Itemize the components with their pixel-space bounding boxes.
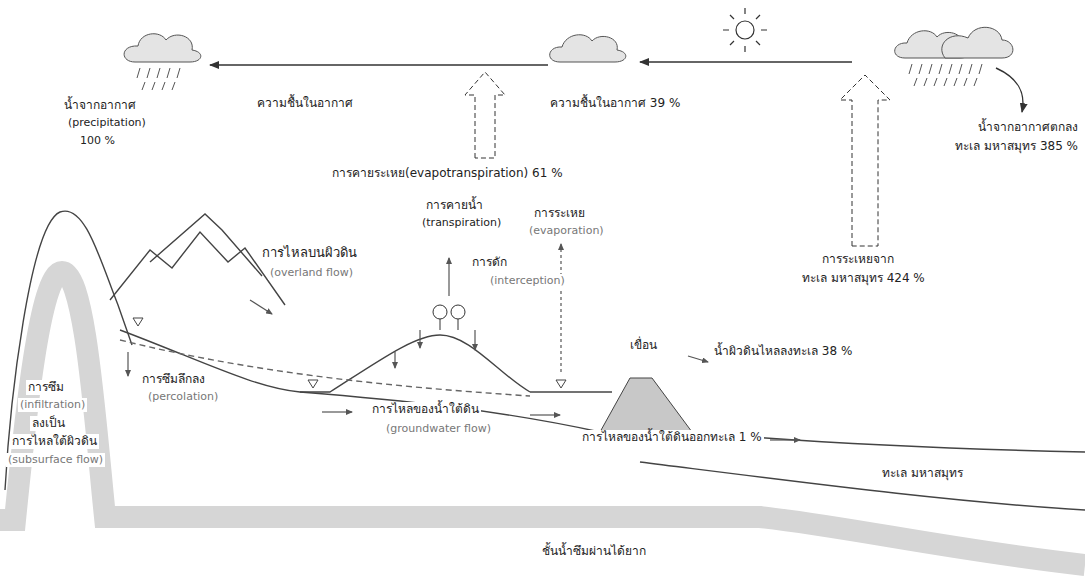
label-text: การไหลของน้ำใต้ดิน <box>370 402 481 417</box>
illustration-part <box>137 68 180 90</box>
illustration-part <box>556 380 566 388</box>
illustration-part <box>127 352 128 376</box>
sea-evaporation-arrow <box>840 75 890 246</box>
trees <box>433 305 465 330</box>
label-text: (groundwater flow) <box>384 422 493 436</box>
label-text: (evaporation) <box>527 224 606 238</box>
illustration-part <box>736 21 754 39</box>
illustration-part <box>419 330 420 348</box>
illustration-part <box>210 64 548 65</box>
label-text: การคายน้ำ <box>424 198 485 213</box>
clouds <box>124 27 1013 62</box>
label-text: ความชื้นในอากาศ 39 % <box>548 96 682 111</box>
illustration-part <box>550 35 626 62</box>
label-text: ทะเล มหาสมุทร 424 % <box>800 271 927 286</box>
label-text: 100 % <box>78 134 117 148</box>
label-text: ชั้นน้ำซึมผ่านได้ยาก <box>540 544 648 559</box>
mountains <box>5 211 285 490</box>
illustration-part <box>110 232 285 305</box>
label-text: (transpiration) <box>420 216 503 230</box>
label-text: การซึมลึกลง <box>140 372 207 387</box>
illustration-part <box>560 244 561 372</box>
illustration-part <box>723 8 767 52</box>
label-text: การระเหย <box>532 206 587 221</box>
label-text: น้ำผิวดินไหลลงทะเล 38 % <box>712 344 854 359</box>
illustration-part <box>5 211 132 490</box>
illustration-part <box>996 68 1023 112</box>
illustration-part <box>640 462 1085 510</box>
label-text: ความชื้นในอากาศ <box>255 96 355 111</box>
illustration-part <box>474 330 475 350</box>
label-text: น้ำจากอากาศตกลง <box>976 120 1080 135</box>
water-level <box>133 318 566 388</box>
illustration-part <box>124 34 201 62</box>
illustration-part <box>308 380 318 388</box>
label-text: (subsurface flow) <box>6 453 105 467</box>
illustration-part <box>150 214 262 276</box>
flow-arrows <box>128 244 800 440</box>
illustration-part <box>440 318 441 330</box>
label-text: (interception) <box>488 274 567 288</box>
illustration-part <box>458 318 459 330</box>
illustration-part <box>433 305 447 319</box>
label-text: ทะเล มหาสมุทร <box>880 466 965 481</box>
illustration-part <box>120 330 530 392</box>
illustration-part <box>688 356 708 362</box>
illustration-part <box>448 258 449 296</box>
label-text: (precipitation) <box>66 116 148 130</box>
illustration-part <box>120 340 530 396</box>
label-text: (percolation) <box>146 390 220 404</box>
dam <box>600 378 692 432</box>
label-text: การไหลบนผิวดิน <box>260 245 359 261</box>
illustration-part <box>530 391 612 392</box>
illustration-part <box>942 27 1013 58</box>
ground <box>120 330 1085 510</box>
aquitard-layer <box>0 272 1085 565</box>
illustration-part <box>250 300 272 314</box>
label-text: การดัก <box>470 255 509 270</box>
label-text: การระเหยจาก <box>820 252 896 267</box>
label-text: เขื่อน <box>628 338 659 353</box>
sun <box>723 8 767 52</box>
label-text: (infiltration) <box>18 398 87 412</box>
illustration-part <box>451 305 465 319</box>
label-text: (overland flow) <box>268 266 355 280</box>
vapour-arrows <box>210 62 1023 112</box>
illustration-part <box>909 64 982 86</box>
label-text: น้ำจากอากาศ <box>62 98 138 113</box>
illustration-part <box>770 439 800 440</box>
evapotranspiration-arrow <box>465 72 505 158</box>
label-text: ลงเป็น <box>30 416 67 431</box>
label-text: การไหลของน้ำใต้ดินออกทะเล 1 % <box>580 430 764 445</box>
illustration-part <box>640 61 852 62</box>
illustration-part <box>530 414 560 415</box>
illustration-part <box>322 411 352 412</box>
label-text: การคายระเหย(evapotranspiration) 61 % <box>330 166 565 181</box>
illustration-part <box>394 352 395 368</box>
label-text: การไหลใต้ผิวดิน <box>10 434 99 449</box>
illustration-part <box>133 318 143 326</box>
label-text: ทะเล มหาสมุทร 385 % <box>953 139 1080 154</box>
label-text: การซึม <box>26 380 66 395</box>
